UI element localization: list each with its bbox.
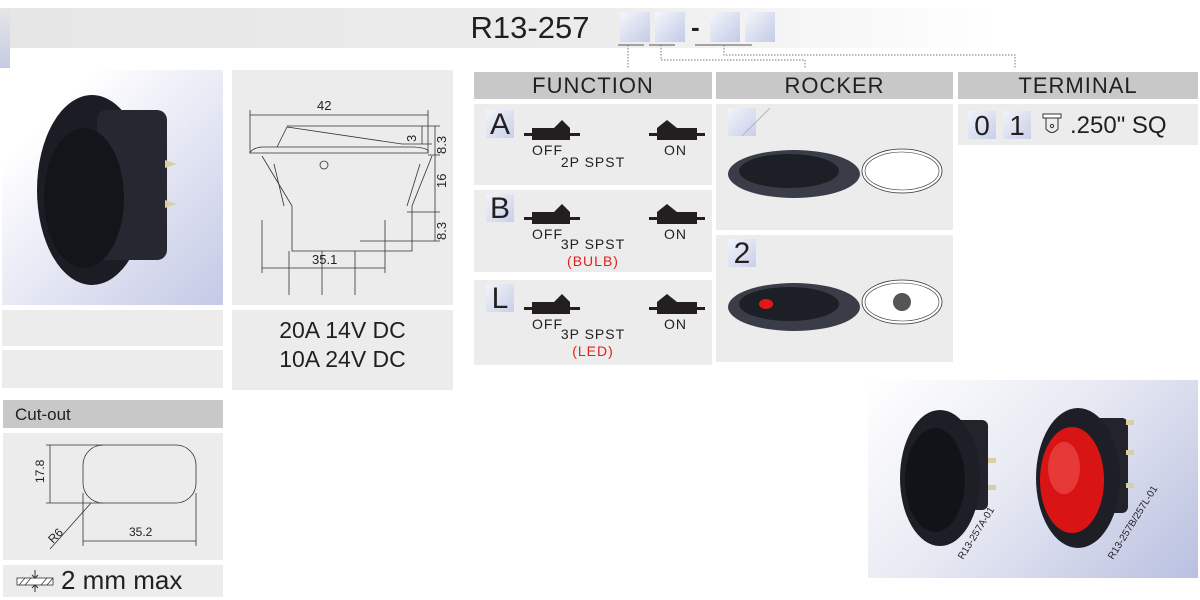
function-note: (LED) <box>572 343 614 359</box>
code-box-function <box>620 12 650 42</box>
lit-rocker-image <box>728 283 860 331</box>
dim-base-width: 35.1 <box>312 252 337 267</box>
rocker-code: 2 <box>728 239 756 269</box>
cutout-diagram: 17.8 35.2 R6 <box>3 433 223 560</box>
dim-width: 42 <box>317 98 331 113</box>
blank-cell-2 <box>2 350 223 388</box>
black-rocker-image <box>728 150 860 198</box>
code-box-rocker <box>655 12 685 42</box>
rocker-on-icon <box>649 294 705 314</box>
rocker-on-icon <box>649 204 705 224</box>
function-option-a[interactable]: A OFF ON 2P SPST <box>474 104 712 185</box>
function-note: (BULB) <box>567 253 619 269</box>
function-option-b[interactable]: B OFF ON 3P SPST (BULB) <box>474 190 712 272</box>
function-type: 2P SPST <box>560 154 626 170</box>
dim-body-height: 16 <box>434 174 449 188</box>
function-code: B <box>486 194 514 224</box>
cutout-header: Cut-out <box>3 400 223 428</box>
terminal-code-1: 1 <box>1003 111 1031 141</box>
dim-rocker-height: 3 <box>404 135 419 142</box>
switch-photo <box>2 70 223 305</box>
blank-cell-1 <box>2 310 223 346</box>
rating-2: 10A 24V DC <box>279 346 406 372</box>
rocker-on-icon <box>649 120 705 140</box>
on-label: ON <box>664 142 687 158</box>
panel-thickness: 2 mm max <box>3 565 223 597</box>
function-header: FUNCTION <box>474 72 712 99</box>
empty-box-icon <box>741 107 771 137</box>
rating-1: 20A 14V DC <box>279 317 406 343</box>
function-code: L <box>486 284 514 314</box>
product-photos: R13-257A-01 R13-257B/257L-01 <box>868 380 1198 578</box>
cutout-width: 35.2 <box>129 525 153 539</box>
dim-top-height: 8.3 <box>434 136 449 154</box>
dim-pin-length: 8.3 <box>434 222 449 240</box>
code-separator: - <box>691 12 700 42</box>
rocker-off-icon <box>524 294 580 314</box>
thickness-label: 2 mm max <box>61 565 183 595</box>
terminal-header: TERMINAL <box>958 72 1198 99</box>
ratings: 20A 14V DC 10A 24V DC <box>232 310 453 390</box>
cutout-radius: R6 <box>45 525 66 546</box>
header-stripe <box>0 8 10 68</box>
code-box-terminal-1 <box>710 12 740 42</box>
rocker-option-blank[interactable] <box>716 104 953 230</box>
rocker-off-icon <box>524 120 580 140</box>
function-type: 3P SPST <box>560 236 626 252</box>
dimension-drawing: 42 35.1 3 8.3 16 8.3 <box>232 70 453 305</box>
rocker-off-icon <box>524 204 580 224</box>
code-connectors <box>618 44 1016 68</box>
rocker-code-empty <box>728 107 771 137</box>
header-bar <box>0 8 1000 48</box>
off-label: OFF <box>532 226 563 242</box>
function-option-l[interactable]: L OFF ON 3P SPST (LED) <box>474 280 712 365</box>
rocker-header: ROCKER <box>716 72 953 99</box>
on-label: ON <box>664 226 687 242</box>
function-code: A <box>486 110 514 140</box>
lit-rocker-outline <box>861 279 943 325</box>
off-label: OFF <box>532 316 563 332</box>
off-label: OFF <box>532 142 563 158</box>
part-number-title: R13-257 <box>470 10 590 45</box>
panel-thickness-icon <box>16 570 54 592</box>
function-type: 3P SPST <box>560 326 626 342</box>
terminal-description: .250" SQ <box>1070 112 1167 139</box>
black-rocker-outline <box>861 148 943 194</box>
terminal-option[interactable]: 0 1 .250" SQ <box>958 104 1198 145</box>
on-label: ON <box>664 316 687 332</box>
rocker-option-2[interactable]: 2 <box>716 235 953 362</box>
code-box-terminal-2 <box>745 12 775 42</box>
terminal-code-0: 0 <box>968 111 996 141</box>
quick-connect-terminal-icon <box>1042 113 1062 133</box>
cutout-height: 17.8 <box>33 459 47 483</box>
